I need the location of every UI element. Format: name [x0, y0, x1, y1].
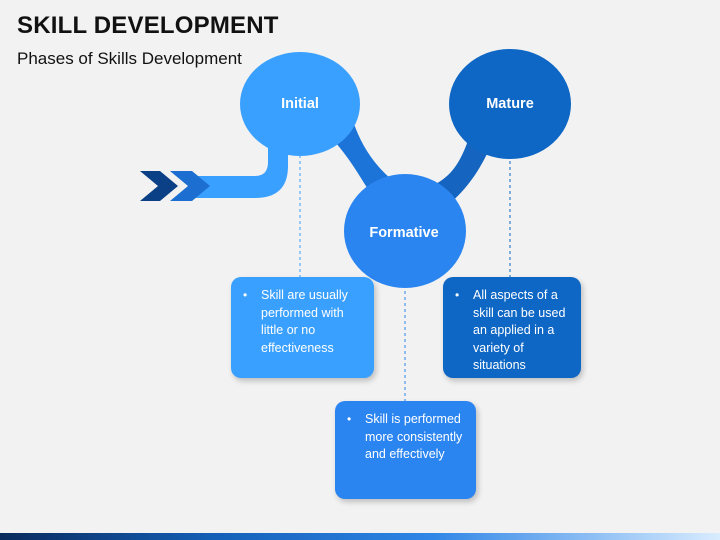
phase-label-initial: Initial: [281, 96, 319, 112]
entry-connector: [190, 140, 288, 198]
description-card-initial: • Skill are usually performed with littl…: [231, 277, 374, 378]
description-text-initial: Skill are usually performed with little …: [261, 288, 348, 355]
slide-title: SKILL DEVELOPMENT: [17, 12, 279, 39]
description-text-formative: Skill is performed more consistently and…: [365, 412, 463, 461]
description-card-formative: • Skill is performed more consistently a…: [335, 401, 476, 499]
slide-subtitle: Phases of Skills Development: [17, 49, 242, 68]
bullet-icon: •: [455, 288, 460, 302]
phase-label-mature: Mature: [486, 96, 534, 112]
chevron-arrow-icon: [140, 171, 178, 201]
phase-circle-initial: [240, 52, 360, 156]
description-card-mature: • All aspects of a skill can be used an …: [443, 277, 581, 378]
footer-gradient-bar: [0, 533, 720, 540]
phase-label-formative: Formative: [369, 225, 439, 241]
description-text-mature: All aspects of a skill can be used an ap…: [473, 288, 566, 372]
bullet-icon: •: [347, 412, 352, 426]
bullet-icon: •: [243, 288, 248, 302]
phase-circle-formative: [344, 174, 466, 288]
phase-circle-mature: [449, 49, 571, 159]
chevron-arrow-icon: [170, 171, 210, 201]
